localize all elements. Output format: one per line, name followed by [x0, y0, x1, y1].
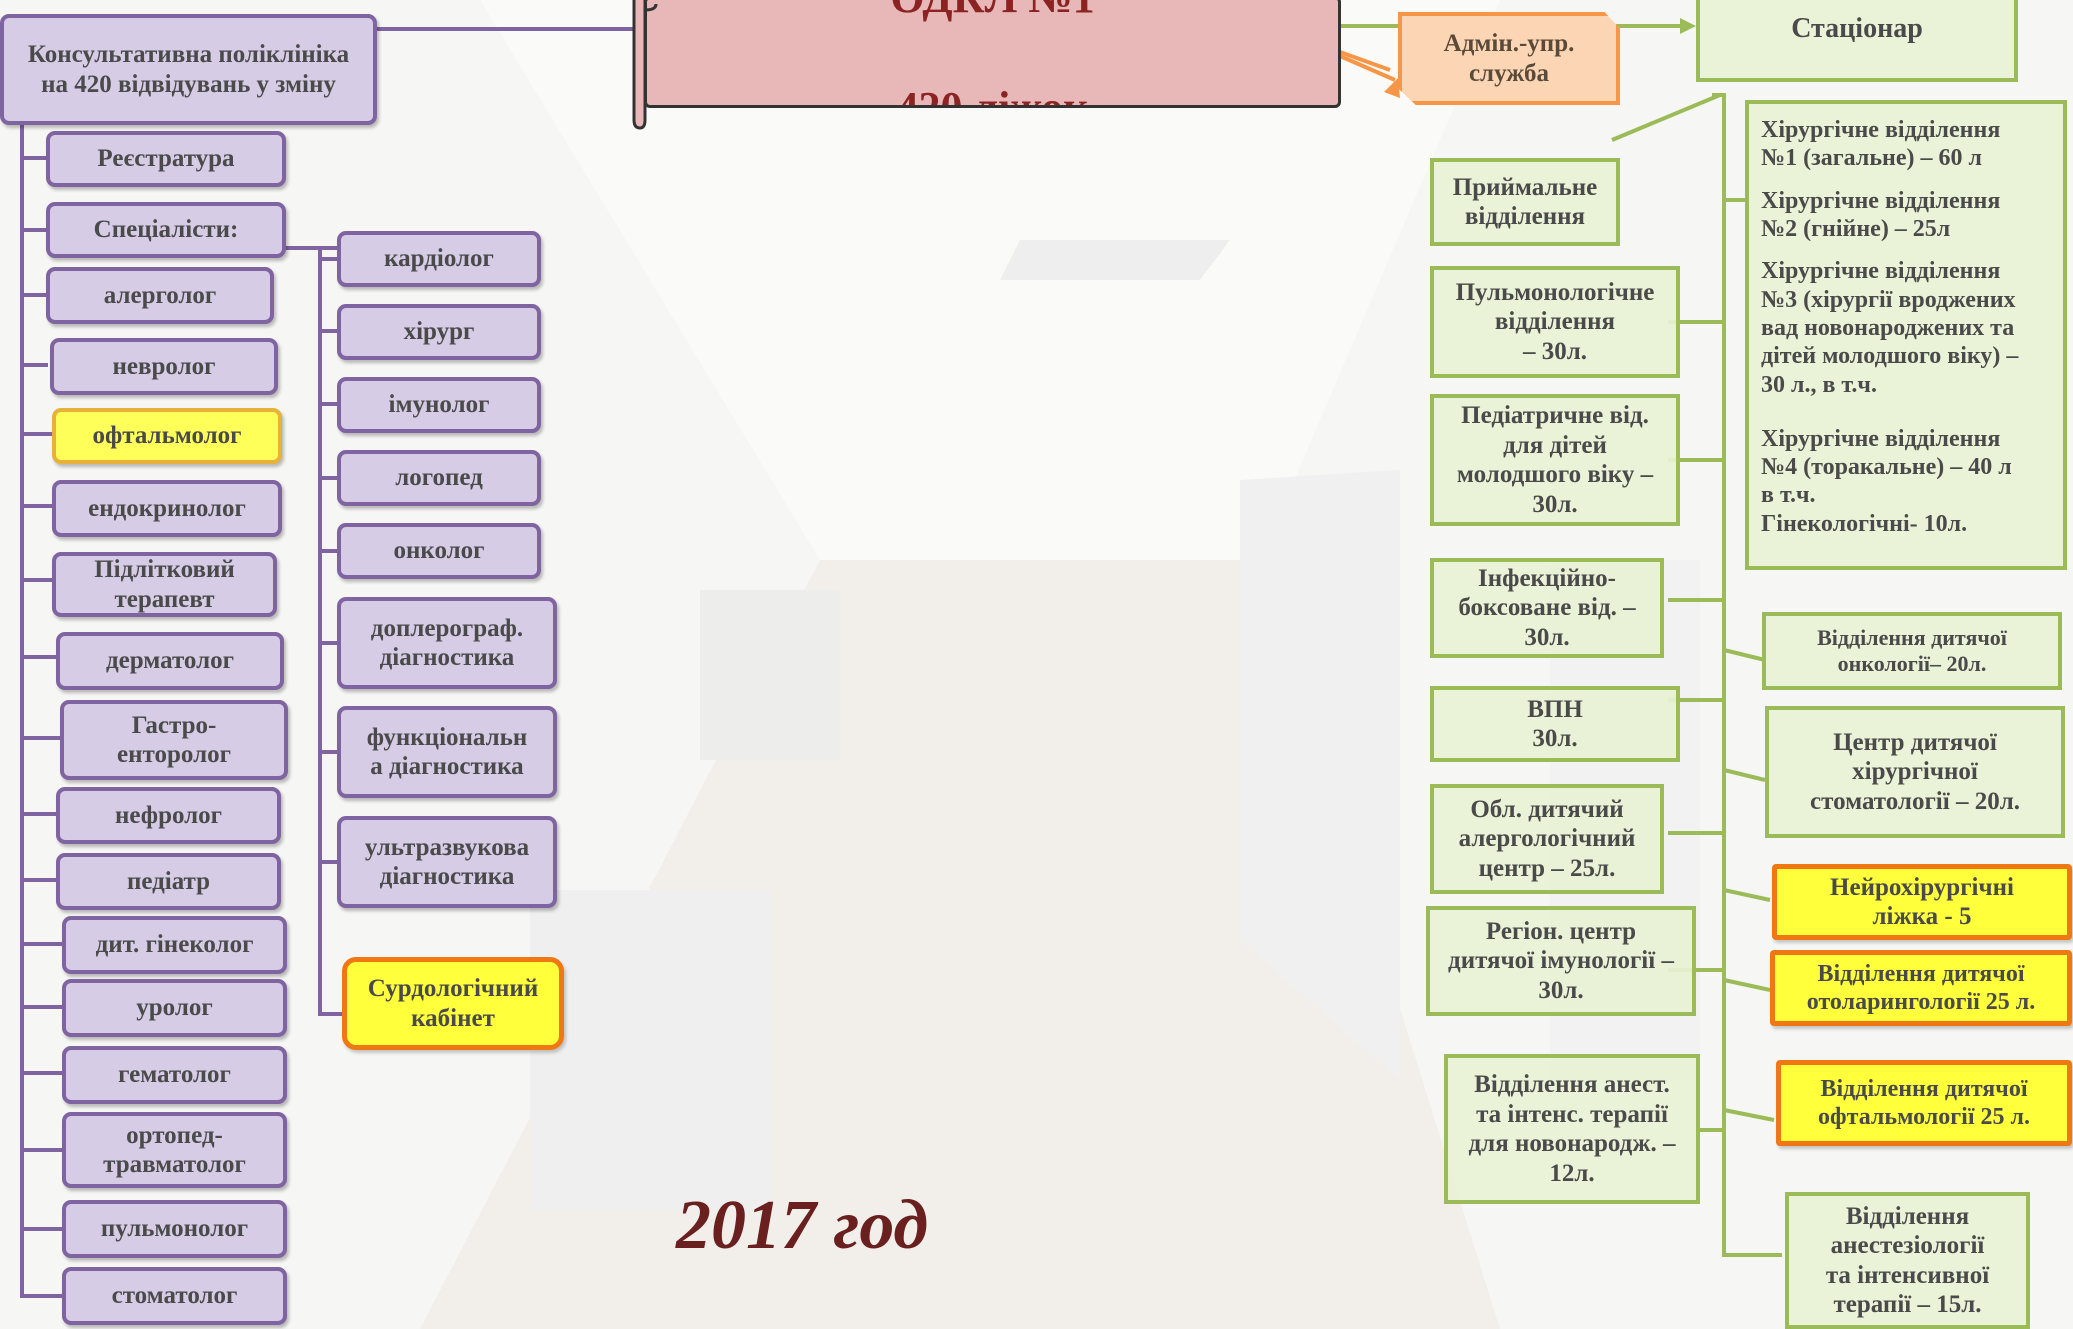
dept-label: Приймальне відділення — [1452, 173, 1598, 231]
audiology-room: Сурдологічний кабінет — [342, 957, 564, 1050]
specialist-child-gynecologist: дит. гінеколог — [62, 916, 287, 974]
dept-infant-pediatrics: Педіатричне від. для дітей молодшого вік… — [1430, 394, 1680, 526]
header-title: ОДКЛ №1 — [890, 0, 1094, 25]
specialist-dentist: стоматолог — [62, 1267, 287, 1325]
specialist-label: Підлітковий терапевт — [94, 556, 235, 613]
specialist-label: логопед — [395, 464, 483, 492]
dept-pulmonology: Пульмонологічне відділення – 30л. — [1430, 266, 1680, 378]
dept-admission: Приймальне відділення — [1430, 158, 1620, 246]
dept-label: Регіон. центр дитячої імунології – 30л. — [1448, 917, 1674, 1004]
dept-label: Обл. дитячий алергологічний центр – 25л. — [1458, 795, 1636, 882]
hospital-title: Стаціонар — [1791, 13, 1923, 44]
hospital-title-box: Стаціонар — [1696, 0, 2018, 82]
year-label: 2017 год — [676, 1187, 929, 1264]
dept-infectious-box: Інфекційно- боксоване від. – 30л. — [1430, 558, 1664, 658]
specialists-box: Спеціалісти: — [46, 202, 286, 258]
specialist-label: дит. гінеколог — [95, 931, 254, 959]
dept-label: Відділення дитячої онкології– 20л. — [1817, 625, 2007, 676]
dept-label: Відділення анест. та інтенс. терапії для… — [1468, 1071, 1676, 1187]
specialist-label: Сурдологічний кабінет — [367, 975, 539, 1032]
specialist-label: дерматолог — [106, 647, 234, 675]
specialist-label: алерголог — [103, 281, 217, 309]
specialist-ophthalmologist: офтальмолог — [52, 408, 282, 464]
specialist-label: уролог — [136, 994, 213, 1022]
dept-label: Відділення анестезіології та інтенсивної… — [1825, 1202, 1990, 1319]
specialist-neurologist: невролог — [50, 338, 278, 395]
dept-label: Відділення дитячої офтальмології 25 л. — [1818, 1075, 2030, 1130]
functional-diagnostics: функціональн а діагностика — [337, 706, 557, 798]
specialist-urologist: уролог — [62, 979, 287, 1037]
specialist-label: імунолог — [388, 391, 490, 419]
specialist-label: ортопед- травматолог — [103, 1121, 246, 1179]
dept-neonatal-icu: Відділення анест. та інтенс. терапії для… — [1444, 1054, 1700, 1204]
polyclinic-title-box: Консультативна поліклініка на 420 відвід… — [0, 14, 377, 125]
specialist-nephrologist: нефролог — [56, 787, 281, 844]
surgery-dept-2: Хірургічне відділення №2 (гнійне) – 25л — [1761, 187, 2001, 242]
dept-ophthalmology: Відділення дитячої офтальмології 25 л. — [1776, 1060, 2072, 1146]
dept-label: Відділення дитячої отоларингології 25 л. — [1806, 960, 2036, 1015]
dept-vpn: ВПН 30л. — [1430, 686, 1680, 762]
dept-label: ВПН 30л. — [1527, 695, 1583, 753]
specialist-gastroenterologist: Гастро- енторолог — [60, 700, 288, 780]
scroll-curl-icon — [632, 0, 658, 130]
surgery-dept-1: Хірургічне відділення №1 (загальне) – 60… — [1761, 117, 2001, 172]
dept-allergology-center: Обл. дитячий алергологічний центр – 25л. — [1430, 784, 1664, 894]
specialist-orthopedist: ортопед- травматолог — [62, 1112, 287, 1188]
dept-label: Нейрохірургічні ліжка - 5 — [1830, 873, 2014, 931]
dept-child-oncology: Відділення дитячої онкології– 20л. — [1762, 612, 2062, 690]
specialist-label: онколог — [393, 537, 485, 565]
specialist-label: кардіолог — [384, 245, 494, 273]
specialist-label: стоматолог — [111, 1282, 238, 1310]
dept-label: Пульмонологічне відділення – 30л. — [1455, 278, 1655, 365]
specialist-pediatrician: педіатр — [56, 853, 281, 910]
surgery-departments: Хірургічне відділення №1 (загальне) – 60… — [1745, 100, 2067, 570]
dept-anesthesiology: Відділення анестезіології та інтенсивної… — [1785, 1192, 2030, 1329]
specialist-surgeon: хірург — [337, 304, 541, 360]
dept-label: Центр дитячої хірургічної стоматології –… — [1810, 728, 2020, 815]
polyclinic-title: Консультативна поліклініка на 420 відвід… — [27, 41, 350, 98]
specialist-label: Гастро- енторолог — [117, 711, 231, 769]
ultrasound-diagnostics: ультразвукова діагностика — [337, 816, 557, 908]
registry-label: Реєстратура — [97, 145, 235, 173]
specialist-label: ендокринолог — [88, 494, 246, 522]
specialist-label: функціональн а діагностика — [366, 723, 528, 781]
header-beds: 420 ліжок — [896, 82, 1089, 108]
admin-service-label: Адмін.-упр. служба — [1443, 30, 1575, 87]
specialist-label: гематолог — [118, 1061, 231, 1089]
surgery-dept-4: Хірургічне відділення №4 (торакальне) – … — [1761, 425, 2012, 537]
specialist-label: пульмонолог — [100, 1215, 249, 1243]
dept-otolaryngology: Відділення дитячої отоларингології 25 л. — [1770, 950, 2072, 1026]
specialist-label: педіатр — [126, 867, 211, 895]
specialist-immunologist: імунолог — [337, 377, 541, 433]
specialist-hematologist: гематолог — [62, 1046, 287, 1104]
specialist-speech-therapist: логопед — [337, 450, 541, 506]
specialist-endocrinologist: ендокринолог — [52, 480, 282, 537]
admin-service-box: Адмін.-упр. служба — [1398, 12, 1620, 105]
specialist-cardiologist: кардіолог — [337, 231, 541, 287]
specialist-label: доплерограф. діагностика — [370, 614, 524, 672]
specialist-label: офтальмолог — [92, 422, 242, 450]
dept-label: Педіатричне від. для дітей молодшого вік… — [1456, 402, 1654, 518]
specialist-pulmonologist: пульмонолог — [62, 1200, 287, 1258]
specialist-label: нефролог — [114, 801, 223, 829]
specialist-label: хірург — [403, 318, 475, 346]
specialists-label: Спеціалісти: — [93, 216, 239, 244]
specialist-oncologist: онколог — [337, 523, 541, 579]
neurosurgery-beds: Нейрохірургічні ліжка - 5 — [1772, 864, 2072, 940]
dept-surgical-dentistry: Центр дитячої хірургічної стоматології –… — [1765, 706, 2065, 838]
doppler-diagnostics: доплерограф. діагностика — [337, 597, 557, 689]
specialist-teen-therapist: Підлітковий терапевт — [52, 552, 277, 617]
dept-immunology-center: Регіон. центр дитячої імунології – 30л. — [1426, 906, 1696, 1016]
header-scroll: ОДКЛ №1 420 ліжок — [644, 0, 1341, 108]
specialist-dermatologist: дерматолог — [56, 632, 284, 690]
registry-box: Реєстратура — [46, 131, 286, 187]
surgery-dept-3: Хірургічне відділення №3 (хірургії вродж… — [1761, 258, 2019, 398]
specialist-label: невролог — [112, 352, 216, 380]
dept-label: Інфекційно- боксоване від. – 30л. — [1458, 564, 1636, 651]
specialist-label: ультразвукова діагностика — [364, 833, 530, 891]
specialist-allergologist: алерголог — [46, 267, 274, 324]
